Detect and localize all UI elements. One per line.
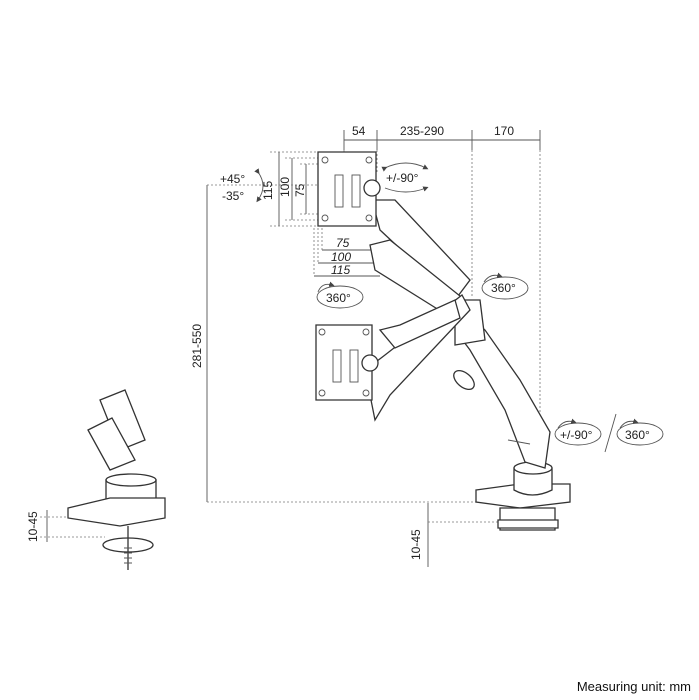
dimension-labels: 54 235-290 170 115 100 75 75 100 115 281… bbox=[26, 124, 514, 560]
dim-54: 54 bbox=[352, 124, 366, 138]
swivel-base-arrow-icon bbox=[619, 418, 639, 429]
swivel-head-arrow-icon bbox=[317, 281, 335, 293]
tilt-up-label: +45° bbox=[220, 172, 245, 186]
rotate-top-label: +/-90° bbox=[386, 171, 419, 185]
dim-170: 170 bbox=[494, 124, 514, 138]
dim-281-550: 281-550 bbox=[190, 324, 204, 368]
motion-labels: +45° -35° +/-90° 360° 360° +/-90° 360° bbox=[220, 162, 664, 453]
dim-115-vertical: 115 bbox=[261, 181, 275, 200]
dim-100-vertical: 100 bbox=[278, 177, 292, 197]
dim-75-horizontal: 75 bbox=[336, 236, 350, 250]
dim-75-vertical: 75 bbox=[293, 183, 307, 197]
dim-115-horizontal: 115 bbox=[331, 263, 350, 277]
swivel-base-label: 360° bbox=[625, 428, 650, 442]
dim-100-horizontal: 100 bbox=[331, 250, 351, 264]
rotate-arrow-top-icon bbox=[381, 162, 429, 172]
swivel-elbow-label: 360° bbox=[491, 281, 516, 295]
dim-235-290: 235-290 bbox=[400, 124, 444, 138]
tilt-down-label: -35° bbox=[222, 189, 244, 203]
dim-10-45-left: 10-45 bbox=[26, 511, 40, 542]
rotate-base-arrow-icon bbox=[557, 418, 577, 429]
rotate-base-label: +/-90° bbox=[560, 428, 593, 442]
monitor-arm-main bbox=[315, 151, 571, 531]
dim-10-45-right: 10-45 bbox=[409, 529, 423, 560]
tilt-arrow-icon bbox=[254, 168, 264, 203]
grommet-detail bbox=[67, 389, 166, 570]
swivel-elbow-arrow-icon bbox=[483, 272, 503, 283]
swivel-head-label: 360° bbox=[326, 291, 351, 305]
measuring-unit-note: Measuring unit: mm bbox=[576, 679, 691, 694]
